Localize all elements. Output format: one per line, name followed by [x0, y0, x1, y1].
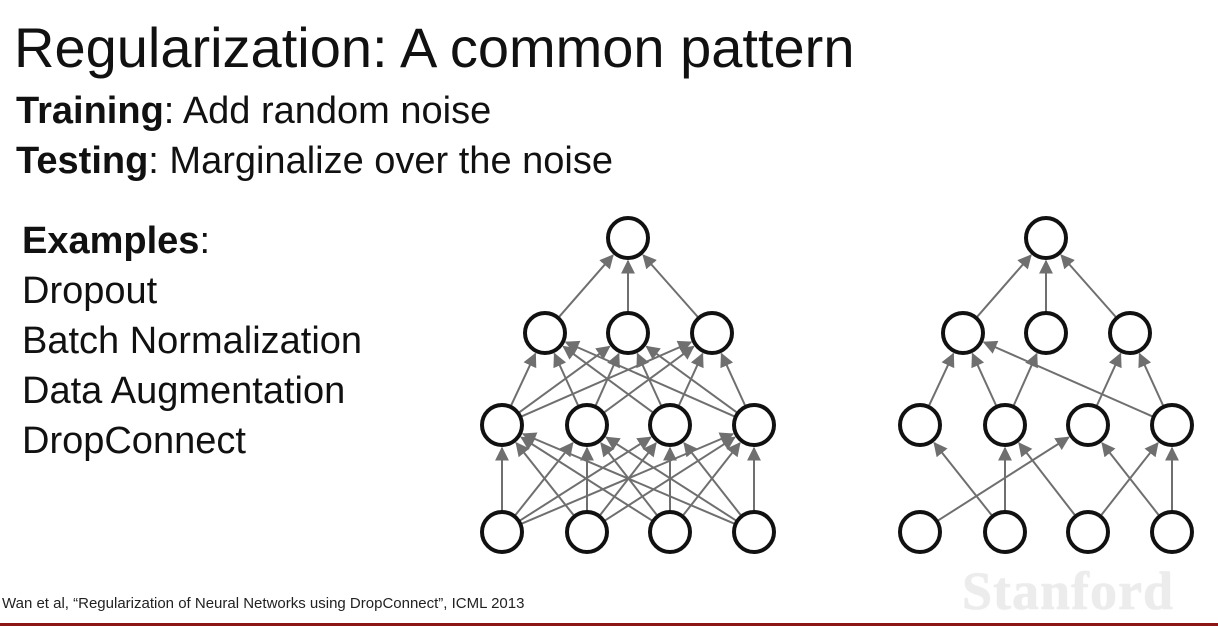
connection-arrow — [720, 352, 747, 407]
training-label: Training — [16, 90, 164, 132]
neuron-node — [1024, 216, 1068, 260]
example-item: Batch Normalization — [22, 320, 363, 362]
neuron-node — [565, 510, 609, 554]
connection-arrow — [521, 432, 736, 525]
slide-title: Regularization: A common pattern — [14, 16, 855, 79]
bottom-rule — [0, 623, 1218, 626]
neuron-node — [1150, 510, 1194, 554]
neuron-node — [523, 311, 567, 355]
connection-arrow — [520, 340, 693, 418]
connection-arrow — [1060, 254, 1117, 318]
connection-arrow — [564, 340, 736, 418]
neuron-node — [1150, 403, 1194, 447]
testing-label: Testing — [16, 140, 149, 182]
neuron-node — [690, 311, 734, 355]
dropout-network-diagram — [480, 216, 776, 554]
connection-arrow — [971, 352, 998, 407]
connection-arrow — [976, 254, 1032, 318]
neuron-node — [898, 403, 942, 447]
neuron-node — [732, 403, 776, 447]
training-line: Training: Add random noise — [16, 86, 491, 136]
connection-arrow — [509, 352, 537, 407]
connection-arrow — [927, 352, 955, 407]
neuron-node — [983, 510, 1027, 554]
neuron-node — [606, 216, 650, 260]
example-item: Data Augmentation — [22, 370, 346, 412]
examples-label: Examples — [22, 220, 200, 262]
neuron-node — [732, 510, 776, 554]
connection-arrow — [683, 441, 742, 517]
example-item: DropConnect — [22, 420, 246, 462]
examples-list: Examples: Dropout Batch Normalization Da… — [22, 216, 362, 466]
connection-arrow — [558, 254, 614, 318]
neuron-node — [1066, 510, 1110, 554]
connection-arrow — [937, 436, 1070, 522]
connection-arrow — [982, 340, 1154, 418]
citation: Wan et al, “Regularization of Neural Net… — [2, 595, 525, 612]
examples-heading: Examples: — [22, 216, 362, 266]
connection-arrow — [1101, 441, 1160, 517]
connection-arrow — [1012, 352, 1038, 407]
neuron-node — [941, 311, 985, 355]
connection-arrow — [645, 345, 738, 414]
neuron-node — [1024, 311, 1068, 355]
neuron-node — [565, 403, 609, 447]
connection-arrow — [520, 436, 653, 522]
neuron-node — [983, 403, 1027, 447]
connection-arrow — [562, 345, 654, 414]
connection-arrow — [1095, 352, 1122, 407]
connection-arrow — [518, 345, 611, 414]
connection-arrow — [553, 352, 580, 407]
neuron-node — [1108, 311, 1152, 355]
neuron-node — [648, 403, 692, 447]
examples-colon: : — [199, 220, 211, 262]
example-item: Dropout — [22, 270, 158, 312]
dropconnect-network-diagram — [898, 216, 1194, 554]
connection-arrow — [605, 436, 737, 522]
neuron-node — [898, 510, 942, 554]
neuron-node — [606, 311, 650, 355]
connection-arrow — [1138, 352, 1165, 407]
connection-arrow — [933, 441, 993, 517]
connection-arrow — [1018, 442, 1076, 517]
neuron-node — [480, 510, 524, 554]
testing-text: : Marginalize over the noise — [148, 140, 613, 182]
neuron-node — [648, 510, 692, 554]
neuron-node — [1066, 403, 1110, 447]
testing-line: Testing: Marginalize over the noise — [16, 136, 613, 186]
connection-arrow — [515, 441, 575, 517]
stanford-logo: Stanford — [962, 561, 1175, 621]
neuron-node — [480, 403, 524, 447]
training-text: : Add random noise — [163, 90, 492, 132]
connection-arrow — [642, 254, 699, 318]
